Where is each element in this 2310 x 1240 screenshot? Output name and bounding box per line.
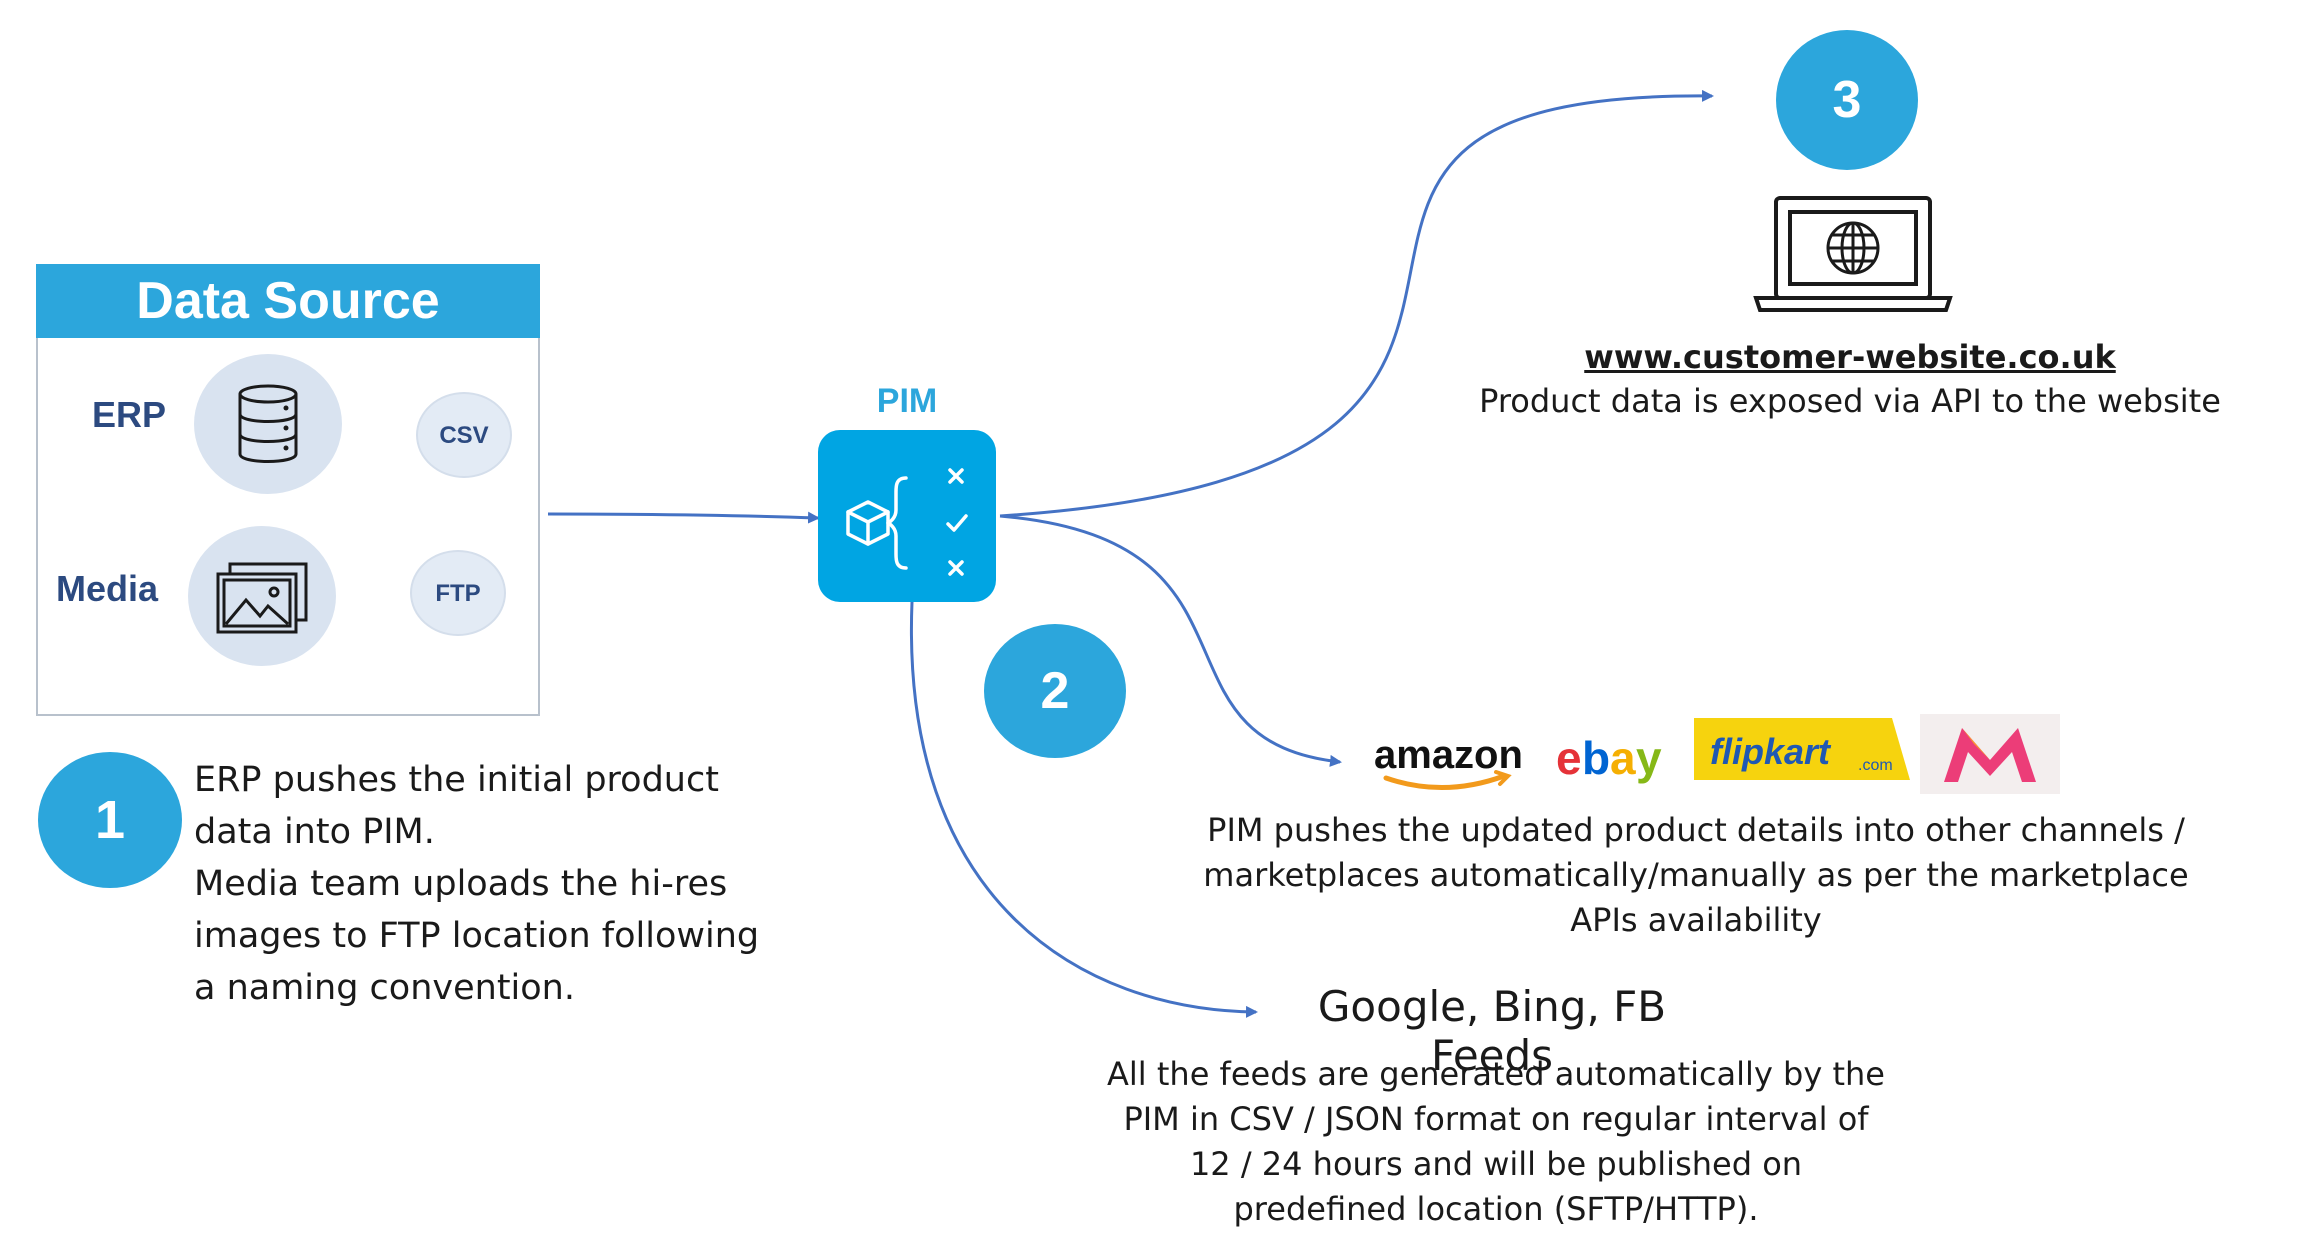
marketplace-logos: amazon e b a y flipkart .com [1364,714,2064,804]
svg-text:y: y [1636,732,1662,784]
ftp-badge: FTP [410,550,506,636]
feeds-line: PIM in CSV / JSON format on regular inte… [1123,1100,1869,1138]
arrow-pim-to-feeds [909,601,1258,1018]
flipkart-logo: flipkart .com [1694,718,1910,780]
laptop-icon [1750,192,1956,318]
arrow-pim-to-marketplaces [999,514,1342,767]
step-1-line: images to FTP location following [194,916,760,956]
marketplace-line: marketplaces automatically/manually as p… [1203,856,2189,894]
pim-label: PIM [876,382,938,420]
feeds-line: All the feeds are generated automaticall… [1107,1055,1885,1093]
marketplace-line: APIs availability [1570,901,1822,939]
ebay-logo: e b a y [1556,732,1662,784]
media-label: Media [56,568,159,609]
media-image-circle [188,526,336,666]
erp-label: ERP [92,394,167,435]
step-1-badge: 1 [38,752,182,888]
step-2-badge: 2 [984,624,1126,758]
step-1-line: a naming convention. [194,968,575,1008]
step-1-description: ERP pushes the initial product data into… [194,754,794,1014]
pim-node [818,430,996,602]
globe-icon [1826,221,1880,275]
step-1-line: data into PIM. [194,812,435,852]
erp-database-circle [194,354,342,494]
step-3-badge: 3 [1776,30,1918,170]
step-1-line: Media team uploads the hi-res [194,864,728,904]
myntra-logo [1920,714,2060,794]
flipkart-suffix: .com [1858,757,1893,774]
svg-text:flipkart: flipkart [1710,731,1832,772]
data-source-title: Data Source [36,264,540,338]
arrow-datasource-to-pim [547,511,820,524]
svg-text:a: a [1610,732,1636,784]
pim-icon [846,468,968,576]
marketplace-description: PIM pushes the updated product details i… [1166,808,2226,943]
amazon-logo: amazon [1374,733,1523,790]
database-icon [238,384,298,463]
website-url[interactable]: www.customer-website.co.uk [1584,338,2116,376]
image-gallery-icon [216,562,308,634]
feeds-title: Google, Bing, FB Feeds [1317,982,1667,1080]
feeds-line: predefined location (SFTP/HTTP). [1233,1190,1759,1228]
arrow-pim-to-website [999,89,1714,518]
svg-text:e: e [1556,732,1582,784]
marketplace-line: PIM pushes the updated product details i… [1207,811,2185,849]
step-1-line: ERP pushes the initial product [194,760,719,800]
feeds-description: All the feeds are generated automaticall… [1076,1052,1916,1232]
csv-badge: CSV [416,392,512,478]
svg-text:amazon: amazon [1374,733,1523,777]
feeds-line: 12 / 24 hours and will be published on [1189,1145,1803,1183]
website-description: Product data is exposed via API to the w… [1479,382,2221,420]
svg-text:b: b [1582,732,1610,784]
